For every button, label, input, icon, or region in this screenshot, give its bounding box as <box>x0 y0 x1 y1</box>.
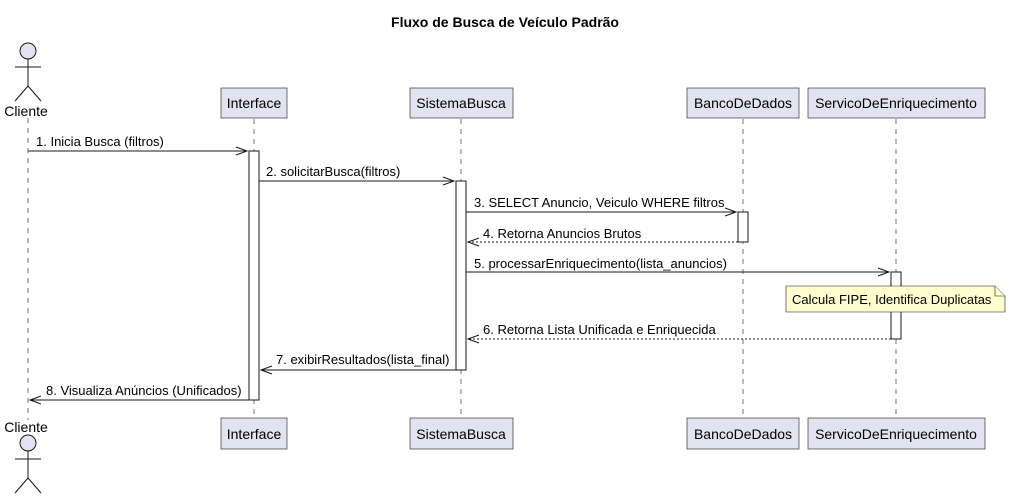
message-8: 8. Visualiza Anúncios (Unificados) <box>28 383 249 405</box>
message-5: 5. processarEnriquecimento(lista_anuncio… <box>466 256 891 277</box>
actor-label-bottom: Cliente <box>4 419 48 435</box>
actor-icon-top <box>14 42 42 102</box>
message-label: 4. Retorna Anuncios Brutos <box>483 226 642 241</box>
activation-sistema <box>455 180 467 371</box>
participant-interface-top: Interface <box>220 87 288 119</box>
message-4: 4. Retorna Anuncios Brutos <box>466 226 738 247</box>
participant-banco-bottom: BancoDeDados <box>686 417 800 450</box>
message-7: 7. exibirResultados(lista_final) <box>259 352 456 375</box>
message-label: 2. solicitarBusca(filtros) <box>266 164 400 179</box>
note: Calcula FIPE, Identifica Duplicatas <box>785 285 1006 313</box>
activation-interface <box>248 150 260 401</box>
participant-label: ServicoDeEnriquecimento <box>815 95 977 111</box>
participant-label: Interface <box>227 95 282 111</box>
activation-banco <box>737 211 749 243</box>
participant-label: SistemaBusca <box>416 426 506 442</box>
participant-label: BancoDeDados <box>694 426 792 442</box>
participant-label: SistemaBusca <box>416 95 506 111</box>
participant-label: ServicoDeEnriquecimento <box>815 426 977 442</box>
participant-interface-bottom: Interface <box>220 417 288 450</box>
message-label: 7. exibirResultados(lista_final) <box>276 352 449 367</box>
diagram-title: Fluxo de Busca de Veículo Padrão <box>391 14 619 30</box>
participant-banco-top: BancoDeDados <box>686 87 800 119</box>
message-label: 5. processarEnriquecimento(lista_anuncio… <box>474 256 727 271</box>
actor-label-top: Cliente <box>4 103 48 119</box>
message-label: 6. Retorna Lista Unificada e Enriquecida <box>483 322 716 337</box>
message-label: 3. SELECT Anuncio, Veiculo WHERE filtros <box>474 195 725 210</box>
participant-servico-bottom: ServicoDeEnriquecimento <box>807 417 986 450</box>
participant-servico-top: ServicoDeEnriquecimento <box>807 87 986 119</box>
message-label: 8. Visualiza Anúncios (Unificados) <box>46 383 242 398</box>
message-1: 1. Inicia Busca (filtros) <box>28 134 249 156</box>
actor-icon-bottom <box>14 434 42 494</box>
message-6: 6. Retorna Lista Unificada e Enriquecida <box>466 322 891 344</box>
note-text: Calcula FIPE, Identifica Duplicatas <box>792 292 992 307</box>
participant-label: Interface <box>227 426 282 442</box>
participant-sistema-top: SistemaBusca <box>409 87 514 119</box>
message-label: 1. Inicia Busca (filtros) <box>36 134 164 149</box>
message-2: 2. solicitarBusca(filtros) <box>259 164 456 186</box>
participant-sistema-bottom: SistemaBusca <box>409 417 514 450</box>
participant-label: BancoDeDados <box>694 95 792 111</box>
message-3: 3. SELECT Anuncio, Veiculo WHERE filtros <box>466 195 738 217</box>
